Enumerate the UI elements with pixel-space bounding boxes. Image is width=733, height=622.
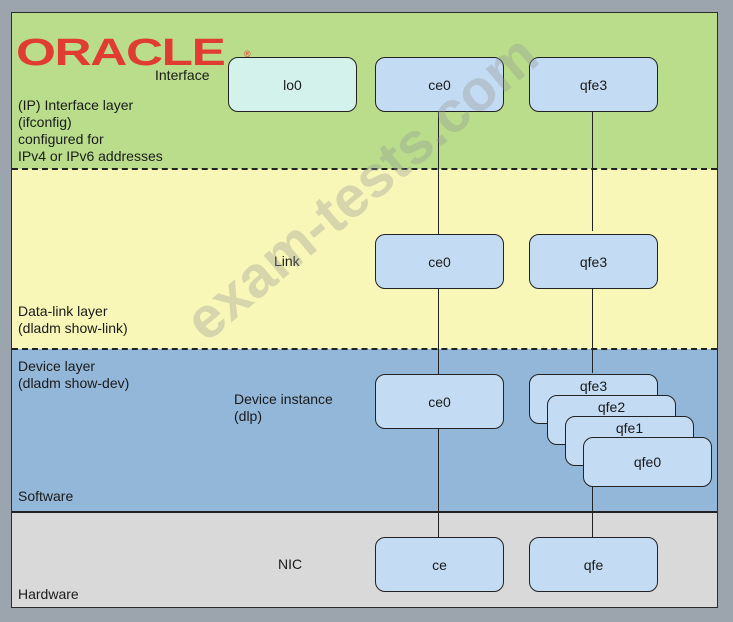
software-hardware-divider	[12, 511, 717, 513]
link-desc-line: Data-link layer	[18, 303, 108, 319]
interface-desc-line: (ifconfig)	[18, 114, 72, 130]
device-instance-title: Device instance	[234, 391, 333, 407]
node-device-ce0: ce0	[375, 374, 504, 429]
link-desc-line: (dladm show-link)	[18, 320, 128, 336]
diagram-frame: ORACLE ® Interface (IP) Interface layer …	[11, 12, 718, 608]
qfe3-connector-upper	[592, 111, 593, 231]
interface-desc-line: configured for	[18, 131, 104, 147]
interface-desc-line: (IP) Interface layer	[18, 97, 134, 113]
device-instance-subtitle: (dlp)	[234, 408, 263, 424]
interface-link-divider	[12, 168, 717, 170]
qfe-connector-lower	[592, 483, 593, 543]
device-desc-line: Device layer	[18, 358, 96, 374]
nic-title: NIC	[278, 556, 303, 572]
interface-desc-line: IPv4 or IPv6 addresses	[18, 148, 163, 164]
registered-mark: ®	[244, 49, 251, 59]
interface-title: Interface	[155, 67, 210, 83]
node-link-qfe3: qfe3	[529, 234, 658, 289]
node-device-qfe0: qfe0	[583, 437, 712, 487]
node-lo0: lo0	[228, 57, 357, 112]
node-nic-ce: ce	[375, 537, 504, 592]
ce0-connector-line	[438, 111, 439, 561]
hardware-label: Hardware	[18, 586, 79, 602]
node-link-ce0: ce0	[375, 234, 504, 289]
node-interface-qfe3: qfe3	[529, 57, 658, 112]
qfe3-connector-middle	[592, 288, 593, 373]
node-interface-ce0: ce0	[375, 57, 504, 112]
node-nic-qfe: qfe	[529, 537, 658, 592]
link-device-divider	[12, 348, 717, 350]
software-label: Software	[18, 488, 74, 504]
link-title: Link	[274, 253, 300, 269]
device-desc-line: (dladm show-dev)	[18, 375, 130, 391]
oracle-logo: ORACLE	[16, 32, 226, 74]
